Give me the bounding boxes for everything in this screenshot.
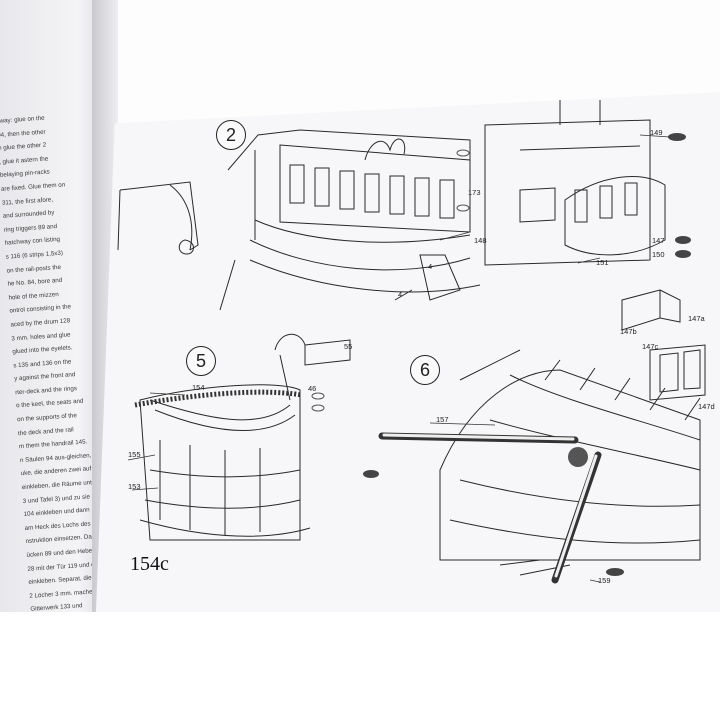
part-label-147c: 147c (642, 342, 659, 351)
part-label-4-top: 4 (428, 262, 433, 271)
step-2-circle: 2 (216, 120, 246, 150)
part-label-147: 147 (652, 236, 665, 245)
part-label-55: 55 (344, 342, 353, 351)
part-label-173: 173 (468, 188, 481, 197)
part-label-154: 154 (192, 383, 205, 392)
part-label-157: 157 (436, 415, 449, 424)
part-label-148: 148 (474, 236, 487, 245)
part-label-150: 150 (652, 250, 665, 259)
part-label-147a: 147a (688, 314, 705, 323)
part-label-151: 151 (596, 258, 609, 267)
step-5-number: 5 (195, 350, 206, 371)
step-6-number: 6 (419, 359, 430, 380)
part-label-149: 149 (650, 128, 663, 137)
part-code-154c: 154c (130, 553, 169, 575)
part-label-4-left: 4 (398, 290, 403, 299)
part-label-155: 155 (128, 450, 141, 459)
part-label-159: 159 (598, 576, 611, 585)
part-label-153: 153 (128, 482, 141, 491)
scan-background (0, 612, 720, 720)
step-6-circle: 6 (410, 355, 440, 385)
part-label-147b: 147b (620, 327, 637, 336)
part-label-147d: 147d (698, 402, 715, 411)
step-5-circle: 5 (186, 346, 216, 376)
part-label-46: 46 (308, 384, 317, 393)
step-2-number: 2 (225, 124, 236, 145)
